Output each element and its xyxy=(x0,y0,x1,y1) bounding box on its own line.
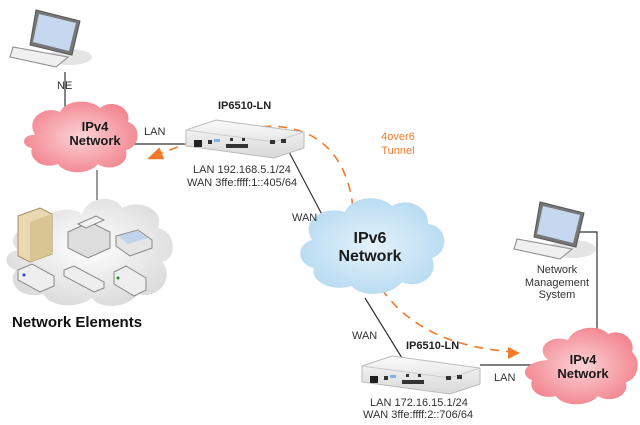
wan-top-label: WAN xyxy=(292,212,318,224)
nms-line3: System xyxy=(538,289,576,302)
switch-icon xyxy=(17,263,55,293)
server-icon xyxy=(17,207,53,263)
ipv6-line1: IPv6 xyxy=(353,230,387,247)
router-top-title: IP6510-LN xyxy=(218,100,272,112)
network-elements-label: Network Elements xyxy=(12,314,143,331)
nms-line2: Management xyxy=(524,276,590,289)
link-nms-ipv4 xyxy=(572,231,598,338)
router-bottom-wan: WAN 3ffe:ffff:2::706/64 xyxy=(363,409,474,421)
laptop-icon-nms xyxy=(513,201,596,260)
ipv6-cloud xyxy=(300,198,445,294)
router-icon xyxy=(113,265,147,297)
ipv4-left-label: IPv4 Network xyxy=(50,119,140,149)
link-wan-bottom xyxy=(364,297,403,359)
ipv4-cloud-left xyxy=(24,101,138,173)
ipv4-left-line1: IPv4 xyxy=(81,119,109,134)
nms-line1: Network xyxy=(536,264,578,276)
fax-icon xyxy=(67,215,111,259)
ipv4-right-line2: Network xyxy=(557,366,609,382)
lan-top-label: LAN xyxy=(144,126,166,138)
router-top-lan: LAN 192.168.5.1/24 xyxy=(193,164,291,176)
lan-bottom-label: LAN xyxy=(494,372,516,384)
ipv6-label: IPv6 Network xyxy=(325,230,415,265)
scanner-icon xyxy=(115,229,153,257)
tunnel-line1: 4over6 xyxy=(381,131,415,143)
ipv4-left-line2: Network xyxy=(69,133,121,149)
tunnel-label: 4over6 Tunnel xyxy=(373,131,423,159)
ipv4-right-label: IPv4 Network xyxy=(538,352,628,382)
laptop-icon xyxy=(9,9,92,68)
wan-bottom-label: WAN xyxy=(352,330,378,342)
router-device-bottom xyxy=(361,355,481,395)
router-device-top xyxy=(185,119,305,159)
ipv4-right-line1: IPv4 xyxy=(569,352,597,367)
router-bottom-lan: LAN 172.16.15.1/24 xyxy=(370,397,468,409)
ne-label: NE xyxy=(57,80,73,92)
hub-icon xyxy=(63,265,105,293)
router-top-wan: WAN 3ffe:ffff:1::405/64 xyxy=(187,177,298,189)
tunnel-line2: Tunnel xyxy=(381,144,415,157)
network-elements-cloud xyxy=(6,198,173,306)
tunnel-arrow-bottom xyxy=(508,347,520,359)
nms-label: Network Management System xyxy=(522,264,592,302)
router-bottom-title: IP6510-LN xyxy=(406,340,460,352)
ipv4-cloud-right xyxy=(524,327,638,405)
ipv6-line2: Network xyxy=(338,247,402,265)
